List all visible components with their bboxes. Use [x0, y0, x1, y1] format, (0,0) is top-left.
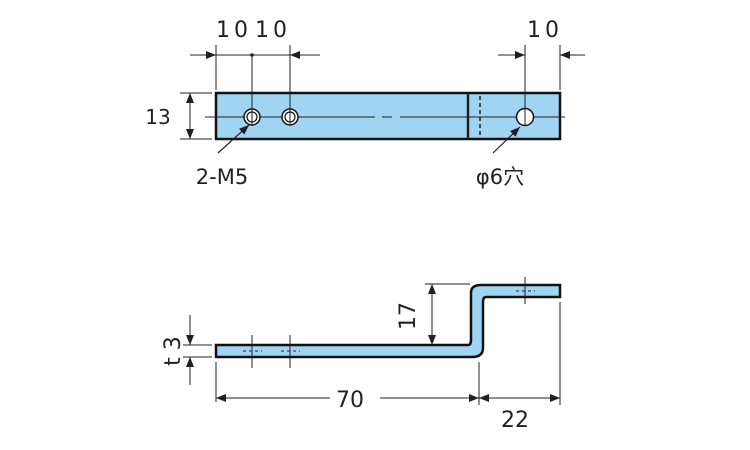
dim-10-left-b: 10 — [255, 18, 291, 43]
plate-top — [214, 91, 562, 141]
label-2-m5: 2-M5 — [196, 165, 248, 189]
side-view: t 3 17 70 22 — [161, 277, 562, 433]
dim-17: 17 — [396, 302, 421, 330]
top-view: 10 10 10 13 2-M5 φ6穴 — [145, 18, 585, 189]
dim-22: 22 — [501, 408, 529, 433]
label-phi6-hole: φ6穴 — [476, 165, 524, 189]
dim-t3: t 3 — [161, 336, 186, 366]
dim-10-left-a: 10 — [216, 18, 252, 43]
dim-70: 70 — [336, 388, 364, 413]
plate-side — [214, 283, 562, 359]
dim-10-right: 10 — [527, 18, 563, 43]
dim-13: 13 — [145, 105, 170, 129]
